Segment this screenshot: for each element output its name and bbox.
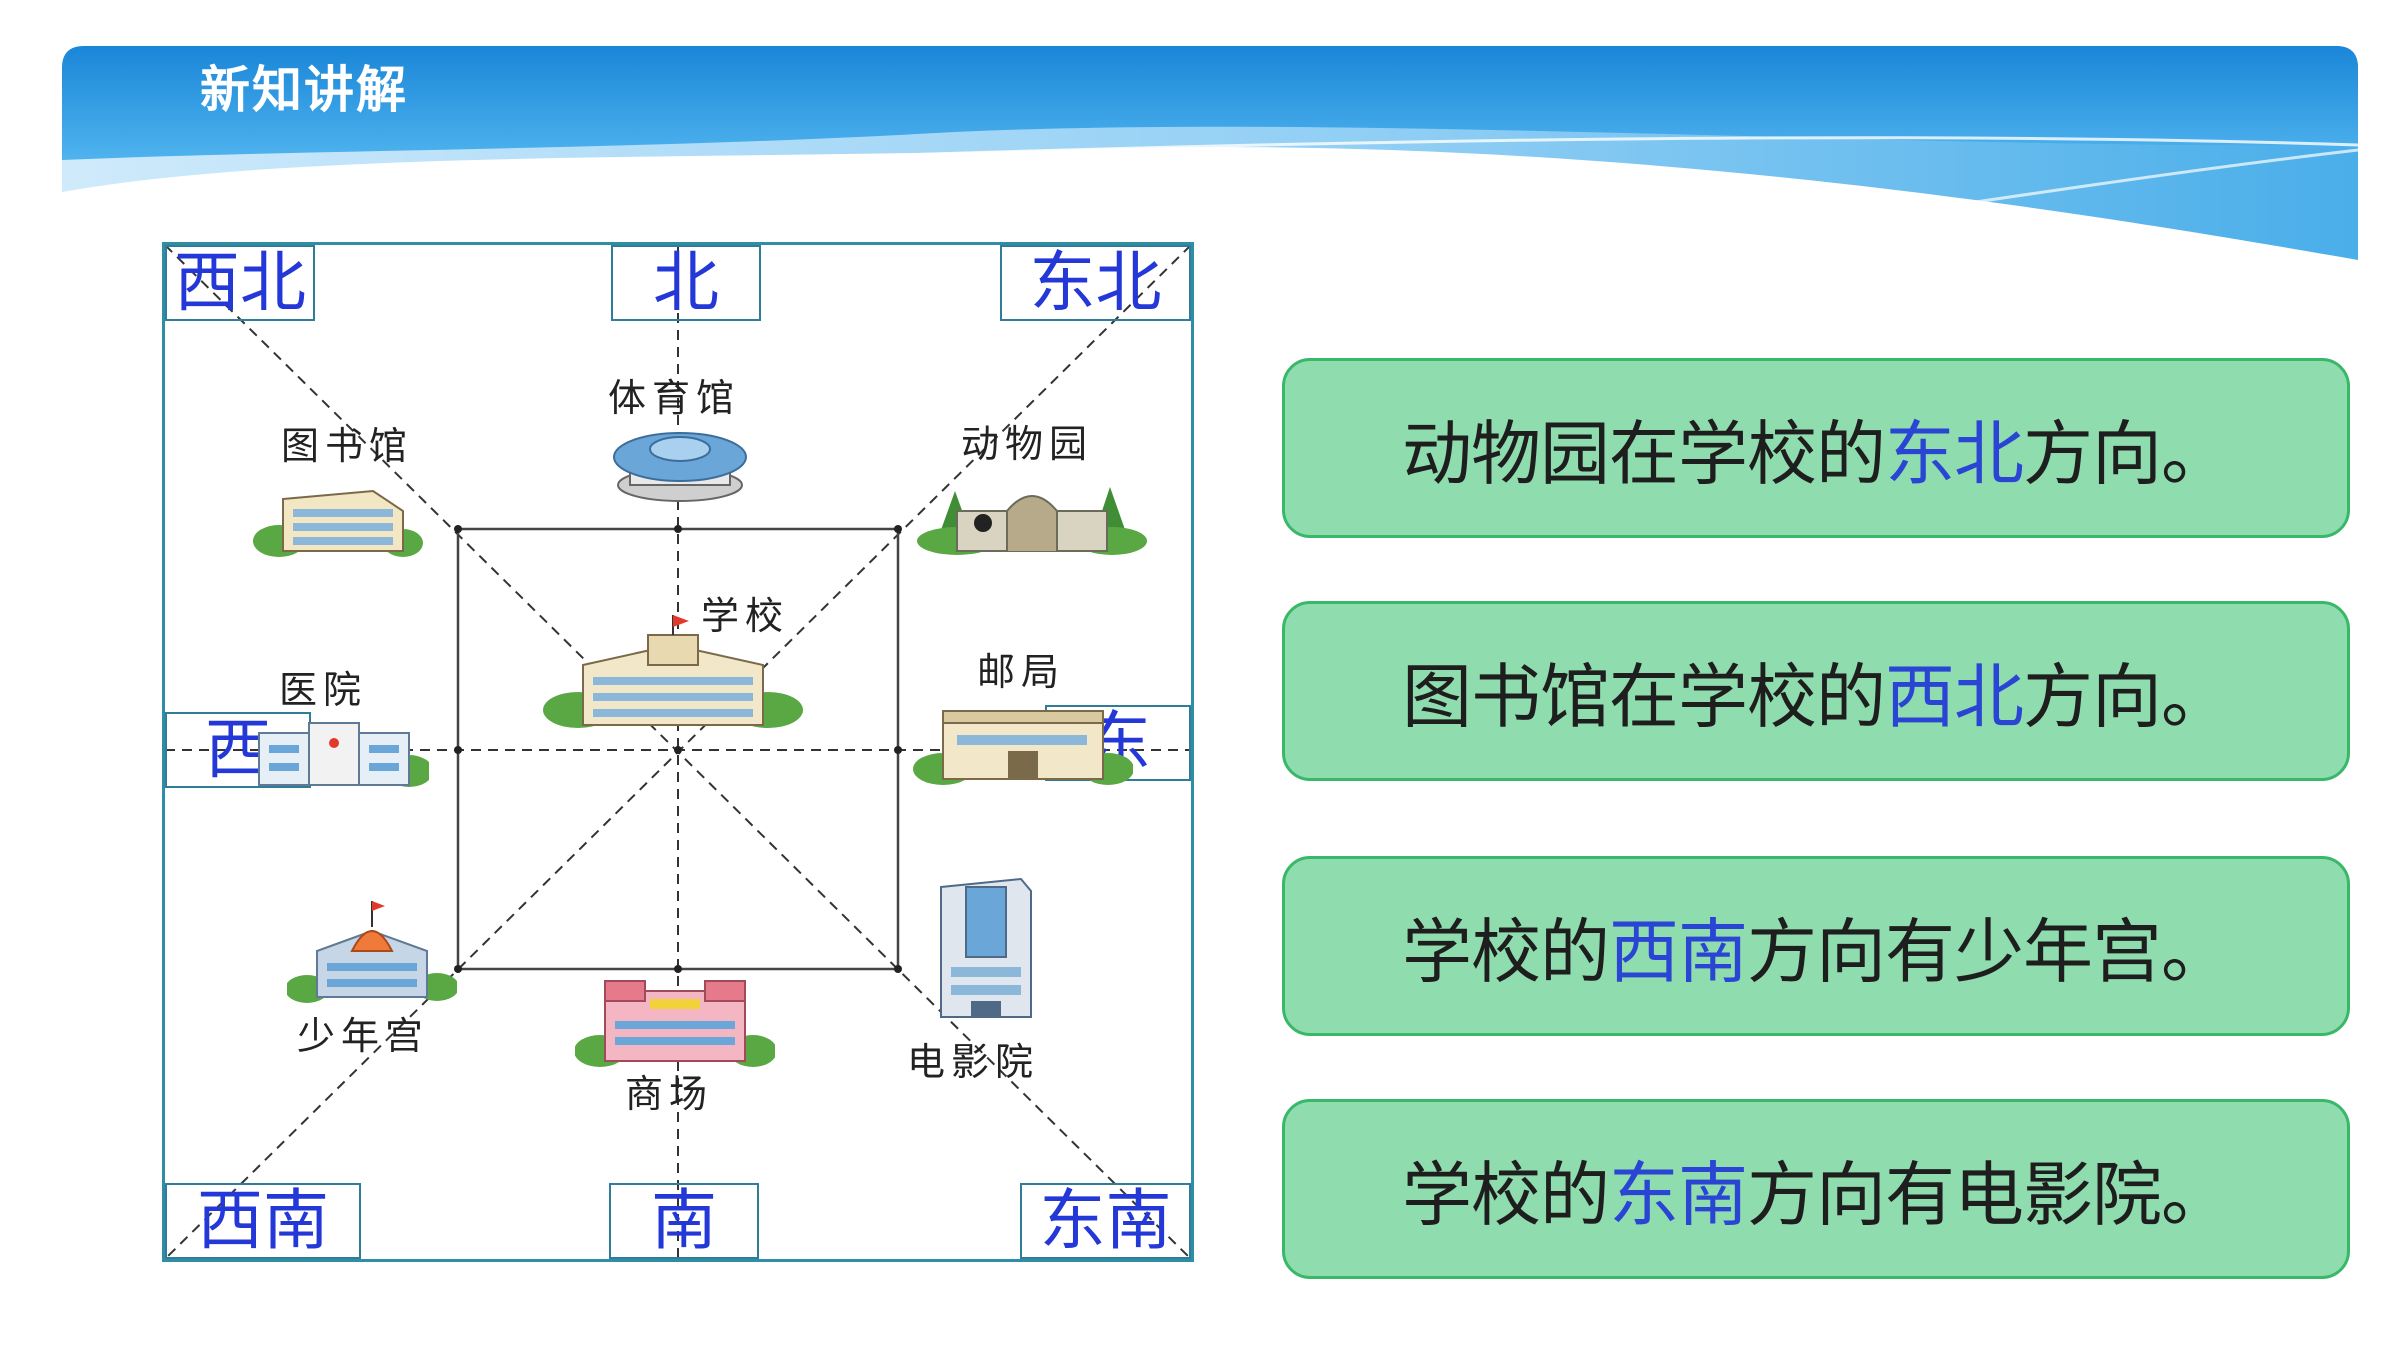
statement-direction: 西南 xyxy=(1609,910,1748,993)
label-post-office: 邮局 xyxy=(977,650,1066,694)
direction-northwest: 西北 xyxy=(165,245,315,321)
direction-map: 西北 北 东北 西 东 西南 南 东南 图书馆 体育馆 动物园 学校 医院 邮局… xyxy=(162,242,1194,1262)
header-banner xyxy=(62,46,2359,282)
statement-text: 方向有少年宫。 xyxy=(1747,910,2231,993)
direction-northeast: 东北 xyxy=(1000,245,1191,321)
statement-direction: 东南 xyxy=(1609,1153,1748,1236)
statement-text: 学校的 xyxy=(1402,1153,1610,1236)
library-building-icon xyxy=(253,489,423,557)
school-building-icon xyxy=(543,615,803,728)
direction-south: 南 xyxy=(609,1183,759,1259)
direction-southeast: 东南 xyxy=(1020,1183,1191,1259)
statement-direction: 西北 xyxy=(1885,655,2024,738)
label-youth-palace: 少年宫 xyxy=(297,1014,430,1058)
statement-text: 学校的 xyxy=(1402,910,1610,993)
statement-text: 方向。 xyxy=(2023,655,2231,738)
direction-southwest: 西南 xyxy=(165,1183,361,1259)
statement-text: 动物园在学校的 xyxy=(1402,412,1886,495)
label-gym: 体育馆 xyxy=(608,376,741,420)
statement-box-youth-palace: 学校的西南方向有少年宫。 xyxy=(1282,856,2350,1036)
label-hospital: 医院 xyxy=(279,668,368,712)
page-title: 新知讲解 xyxy=(200,61,408,119)
statement-box-cinema: 学校的东南方向有电影院。 xyxy=(1282,1099,2350,1279)
cinema-building-icon xyxy=(940,877,1032,1018)
hospital-building-icon xyxy=(258,722,429,787)
youth-palace-building-icon xyxy=(287,901,457,1003)
statement-box-zoo: 动物园在学校的东北方向。 xyxy=(1282,358,2350,538)
statement-box-library: 图书馆在学校的西北方向。 xyxy=(1282,601,2350,781)
statement-text: 方向。 xyxy=(2023,412,2231,495)
statement-direction: 东北 xyxy=(1885,412,2024,495)
label-mall: 商场 xyxy=(625,1072,714,1116)
label-zoo: 动物园 xyxy=(961,422,1094,466)
map-guide-lines xyxy=(165,245,1191,1259)
post-office-building-icon xyxy=(913,710,1133,785)
direction-north: 北 xyxy=(611,245,761,321)
label-library: 图书馆 xyxy=(281,424,414,468)
gym-building-icon xyxy=(613,432,747,502)
zoo-building-icon xyxy=(917,487,1147,555)
statement-text: 方向有电影院。 xyxy=(1747,1153,2231,1236)
mall-building-icon xyxy=(575,980,775,1067)
label-cinema: 电影院 xyxy=(907,1040,1040,1084)
label-school: 学校 xyxy=(701,594,790,638)
statement-text: 图书馆在学校的 xyxy=(1402,655,1886,738)
